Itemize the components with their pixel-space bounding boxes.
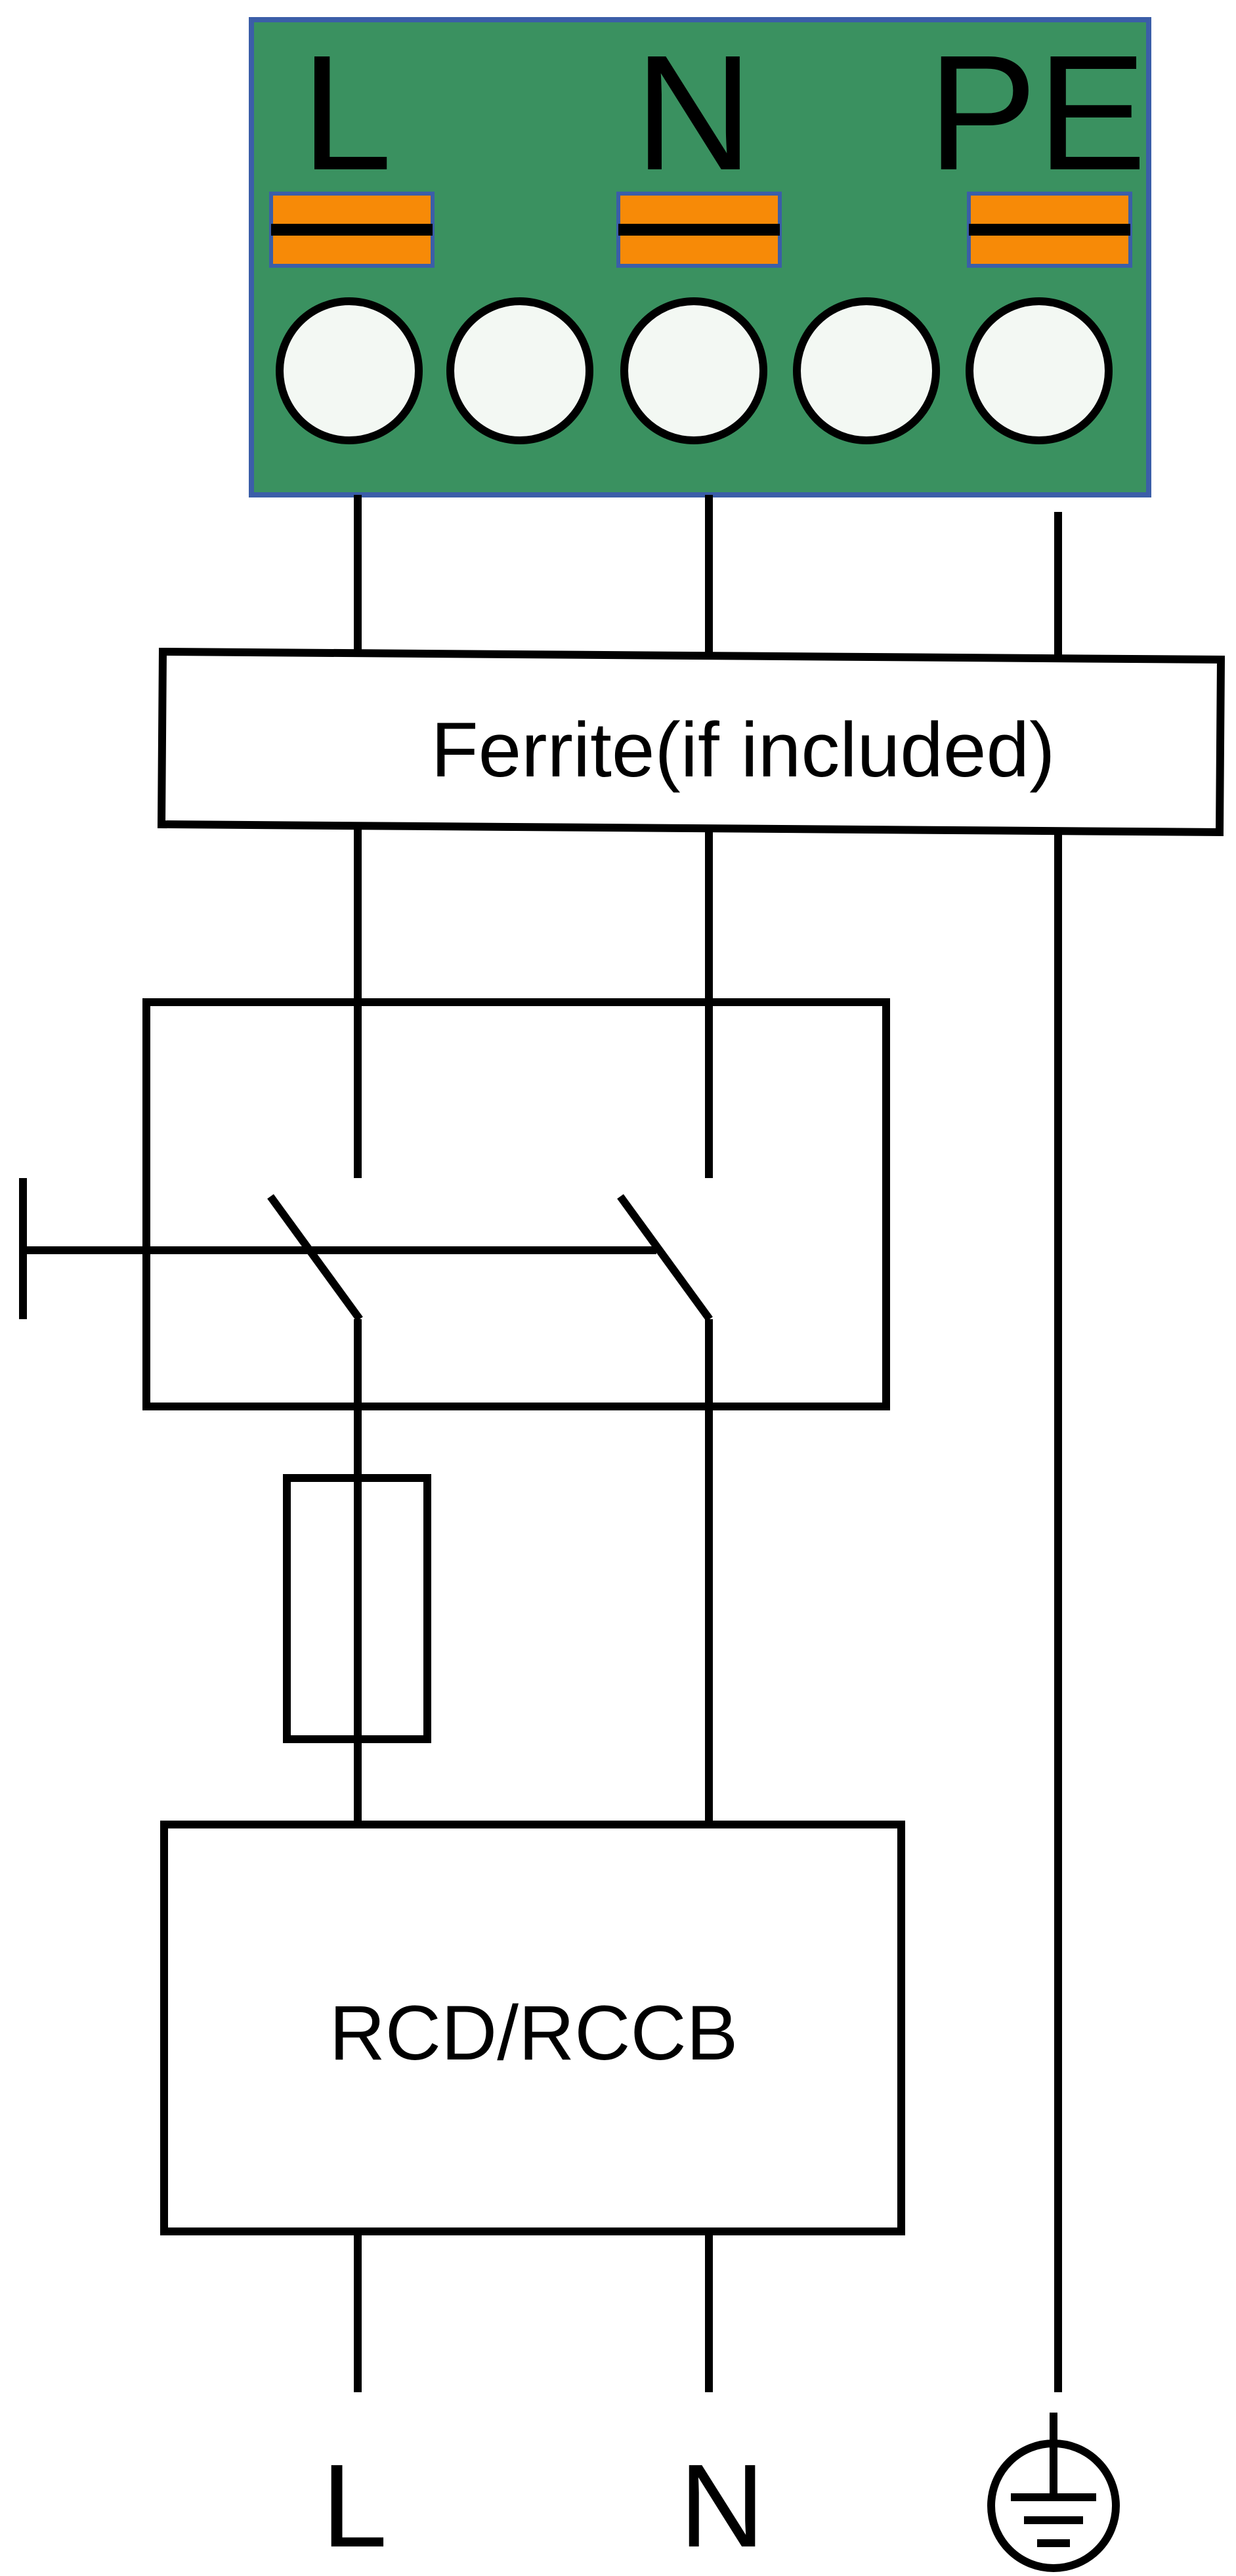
switch-contact-n bbox=[617, 1194, 713, 1322]
ground-symbol-icon bbox=[987, 2413, 1120, 2572]
terminal-hole-2 bbox=[446, 297, 593, 444]
terminal-hole-1 bbox=[276, 297, 423, 444]
terminal-label-pe: PE bbox=[927, 21, 1147, 204]
terminal-hole-5 bbox=[966, 297, 1113, 444]
terminal-label-n: N bbox=[635, 21, 754, 204]
double-pole-switch bbox=[19, 998, 890, 1410]
terminal-hole-4 bbox=[793, 297, 940, 444]
terminal-block: L N PE bbox=[249, 17, 1151, 497]
contact-pe bbox=[967, 192, 1132, 268]
rcd-box: RCD/RCCB bbox=[160, 1821, 905, 2235]
rcd-label: RCD/RCCB bbox=[330, 1990, 738, 2077]
switch-contact-l bbox=[267, 1194, 363, 1322]
contact-l bbox=[269, 192, 435, 268]
output-label-n: N bbox=[679, 2440, 765, 2572]
terminal-label-l: L bbox=[301, 21, 392, 204]
ferrite-box: Ferrite(if included) bbox=[157, 647, 1225, 837]
terminal-hole-3 bbox=[620, 297, 767, 444]
output-label-l: L bbox=[322, 2440, 387, 2572]
fuse bbox=[283, 1474, 431, 1743]
ferrite-label: Ferrite(if included) bbox=[431, 707, 1055, 793]
contact-n bbox=[616, 192, 782, 268]
